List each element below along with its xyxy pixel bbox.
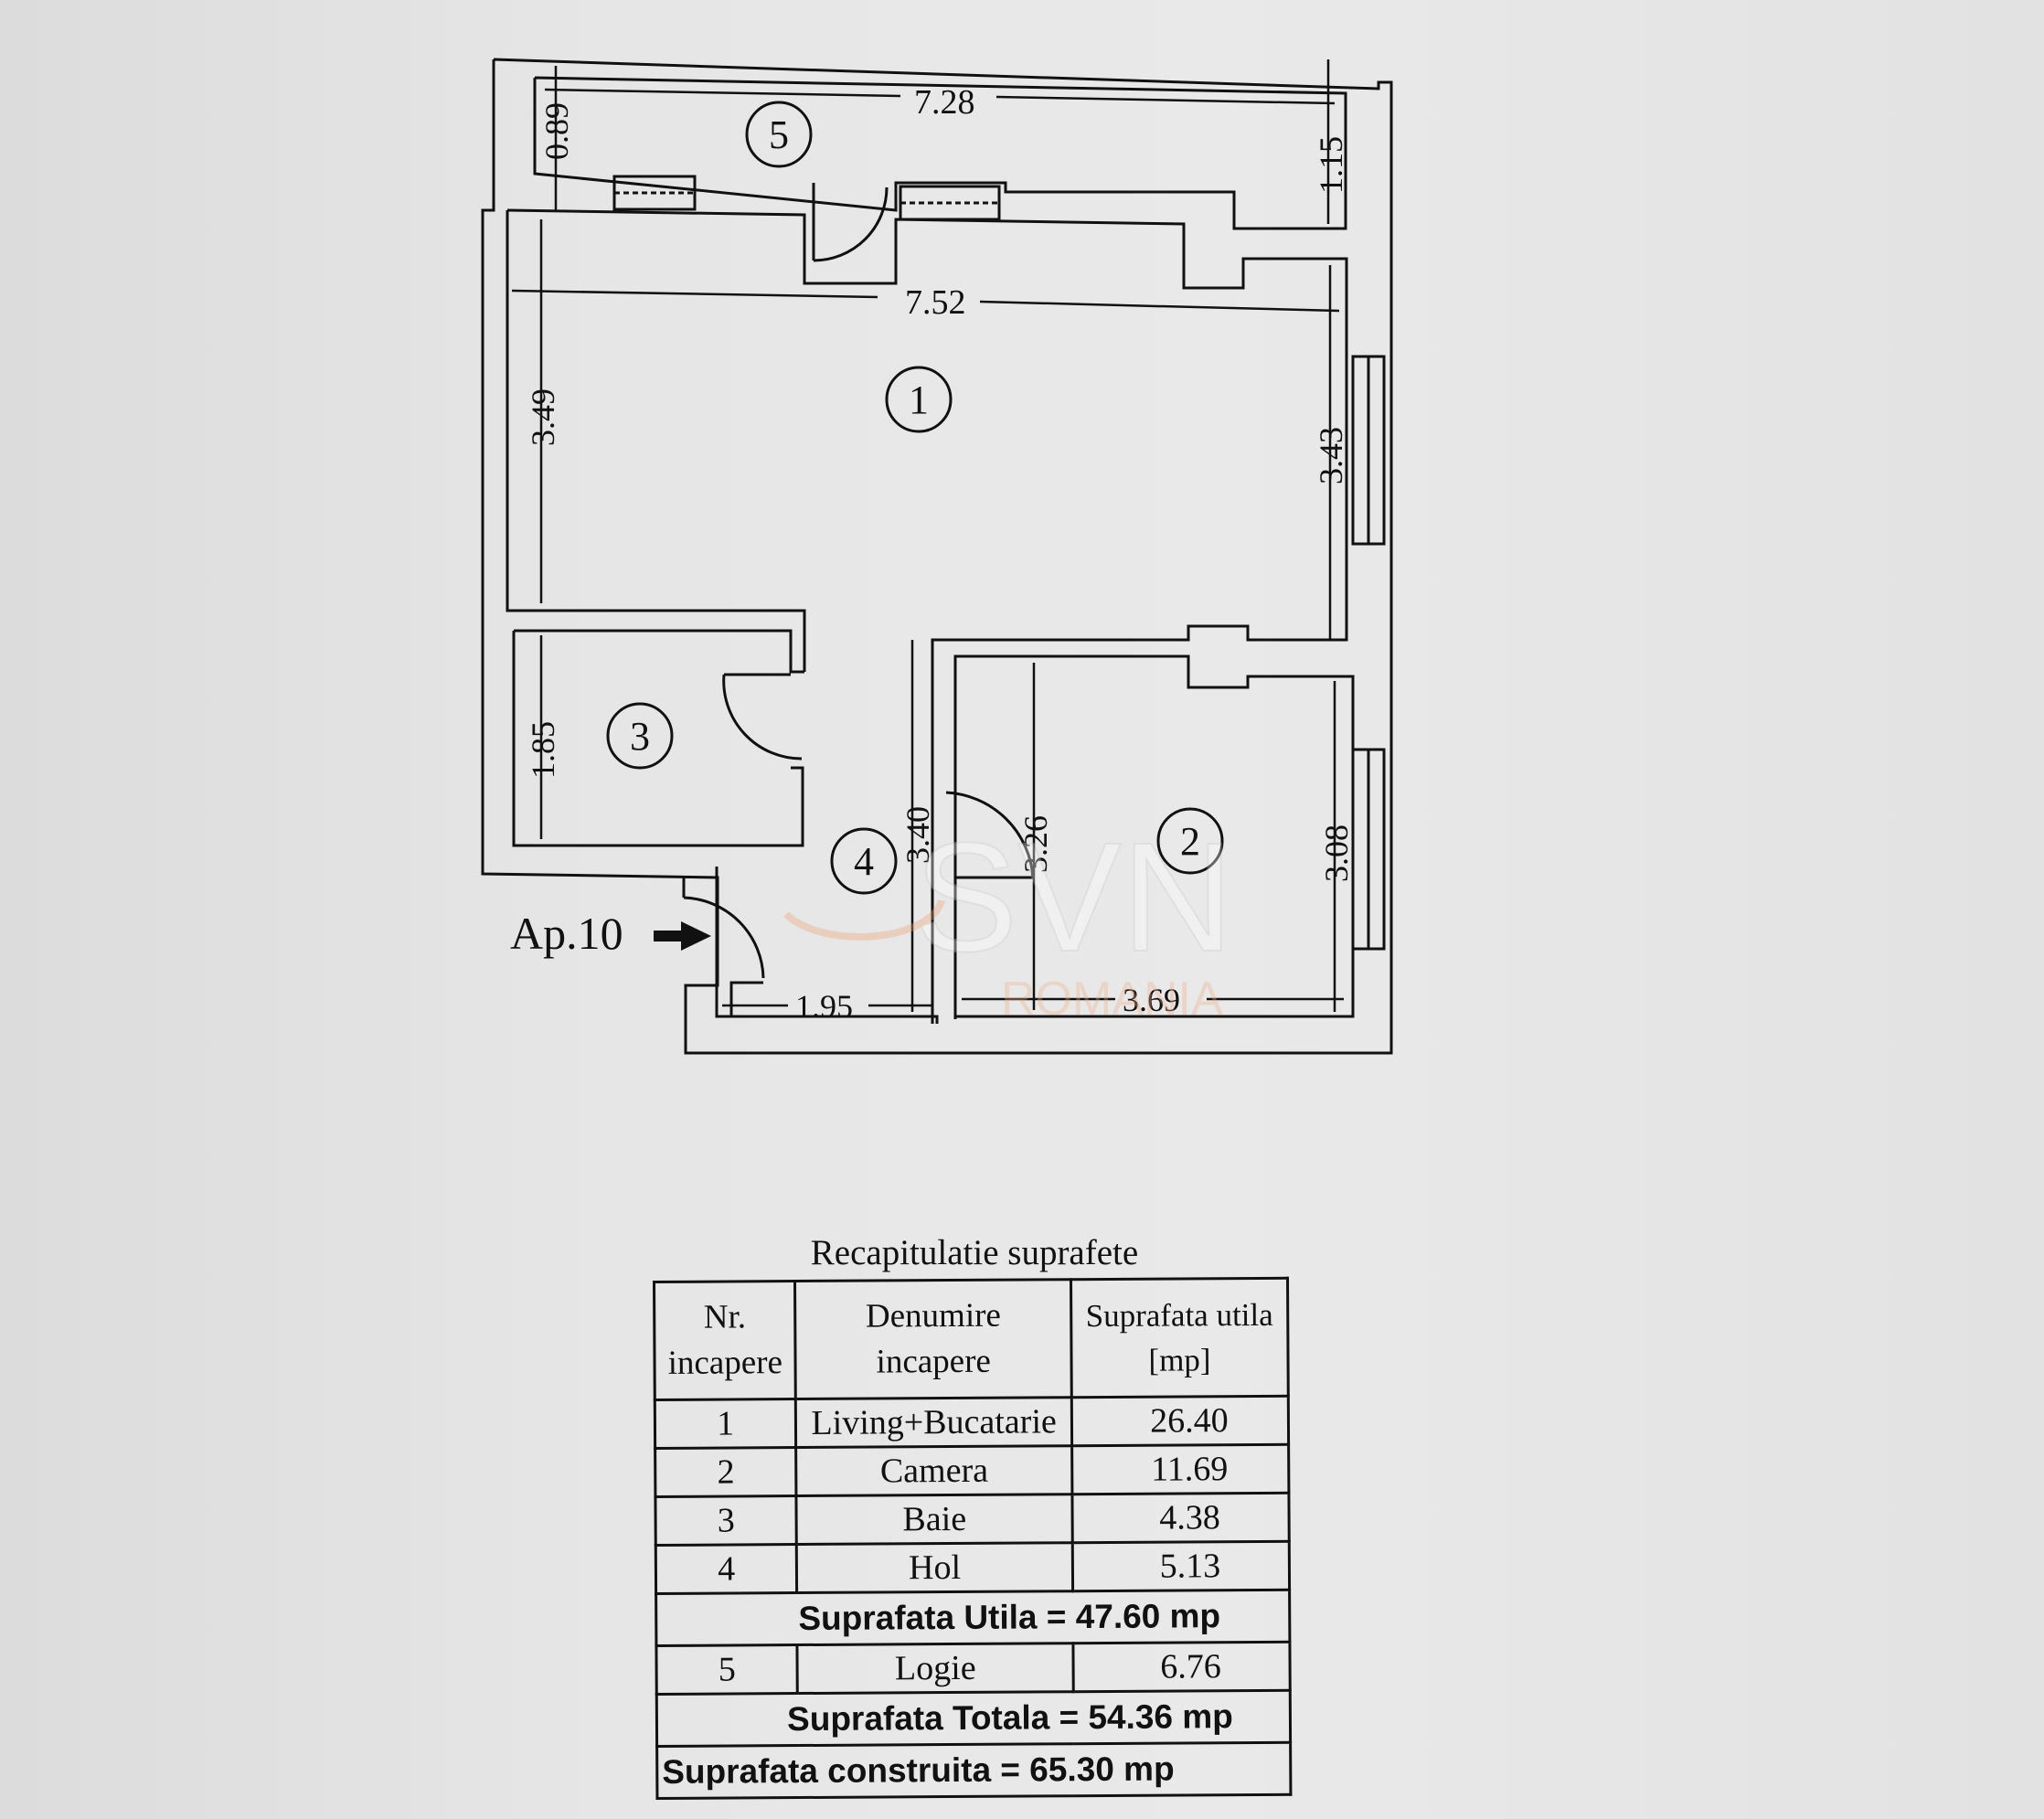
total-row: Suprafata Totala = 54.36 mp — [656, 1690, 1291, 1747]
util-total: Suprafata Utila = 47.60 mp — [655, 1590, 1290, 1646]
dim-bath-height: 1.85 — [525, 721, 561, 779]
table-row: 5 Logie 6.76 — [655, 1642, 1291, 1695]
room-number-2: 2 — [1180, 819, 1200, 864]
total-area: Suprafata Totala = 54.36 mp — [656, 1690, 1291, 1747]
bathroom-wall — [514, 629, 804, 674]
cell-nr: 3 — [655, 1495, 797, 1546]
balcony-wall — [533, 76, 1347, 230]
cell-nr: 5 — [655, 1644, 798, 1695]
dim-hall-height: 3.40 — [900, 806, 936, 864]
watermark: SVN ROMANIA — [783, 810, 1235, 1026]
watermark-sub: ROMANIA — [1001, 973, 1223, 1026]
cell-name: Camera — [796, 1445, 1072, 1496]
cell-nr: 4 — [655, 1544, 798, 1594]
dim-top-left-height: 0.89 — [538, 102, 575, 160]
arrow-right-icon — [654, 921, 711, 951]
room2-wall — [953, 654, 1355, 1019]
cell-area: 6.76 — [1072, 1642, 1291, 1692]
cell-name: Logie — [797, 1643, 1074, 1694]
dim-room2-left-height: 3.26 — [1017, 815, 1054, 873]
cell-area: 5.13 — [1072, 1541, 1290, 1591]
cell-nr: 2 — [655, 1447, 797, 1497]
cell-nr: 1 — [655, 1399, 797, 1449]
dim-top-right-height: 1.15 — [1313, 136, 1349, 194]
dim-room2-width: 3.69 — [1123, 982, 1180, 1018]
room-number-1: 1 — [909, 378, 929, 422]
dim-top-width: 7.28 — [914, 83, 975, 122]
room-number-3: 3 — [630, 714, 650, 759]
header-area: Suprafata utila[mp] — [1070, 1278, 1289, 1398]
table-row: 3 Baie 4.38 — [655, 1493, 1290, 1546]
dim-room2-right-height: 3.08 — [1318, 824, 1355, 882]
table-title: Recapitulatie suprafete — [810, 1233, 1139, 1272]
dim-hall-width: 1.95 — [795, 988, 853, 1025]
dim-living-right-height: 3.43 — [1313, 427, 1349, 484]
dim-living-left-height: 3.49 — [525, 388, 561, 446]
room-number-5: 5 — [769, 112, 789, 157]
built-row: Suprafata construita = 65.30 mp — [656, 1742, 1291, 1799]
living-wall — [506, 208, 1348, 1024]
cell-area: 11.69 — [1071, 1444, 1289, 1495]
cell-name: Living+Bucatarie — [795, 1397, 1072, 1448]
watermark-brand: SVN — [914, 811, 1234, 984]
header-nr: Nr.incapere — [654, 1281, 796, 1400]
table-row: 2 Camera 11.69 — [655, 1444, 1289, 1497]
table-row: 4 Hol 5.13 — [655, 1541, 1290, 1594]
floor-plan: 7.28 0.89 1.15 7.52 3.49 3.43 1.85 3.40 … — [481, 58, 1393, 1055]
cell-name: Baie — [796, 1494, 1073, 1545]
cell-area: 4.38 — [1071, 1493, 1290, 1543]
table-row: 1 Living+Bucatarie 26.40 — [655, 1396, 1289, 1449]
outer-wall — [481, 58, 1393, 1055]
built-area: Suprafata construita = 65.30 mp — [656, 1742, 1291, 1799]
cell-name: Hol — [796, 1542, 1073, 1593]
cell-area: 26.40 — [1071, 1396, 1289, 1446]
dim-living-width: 7.52 — [905, 283, 966, 322]
room-number-4: 4 — [854, 839, 874, 884]
entrance-label: Ap.10 — [510, 908, 623, 959]
util-total-row: Suprafata Utila = 47.60 mp — [655, 1590, 1290, 1646]
